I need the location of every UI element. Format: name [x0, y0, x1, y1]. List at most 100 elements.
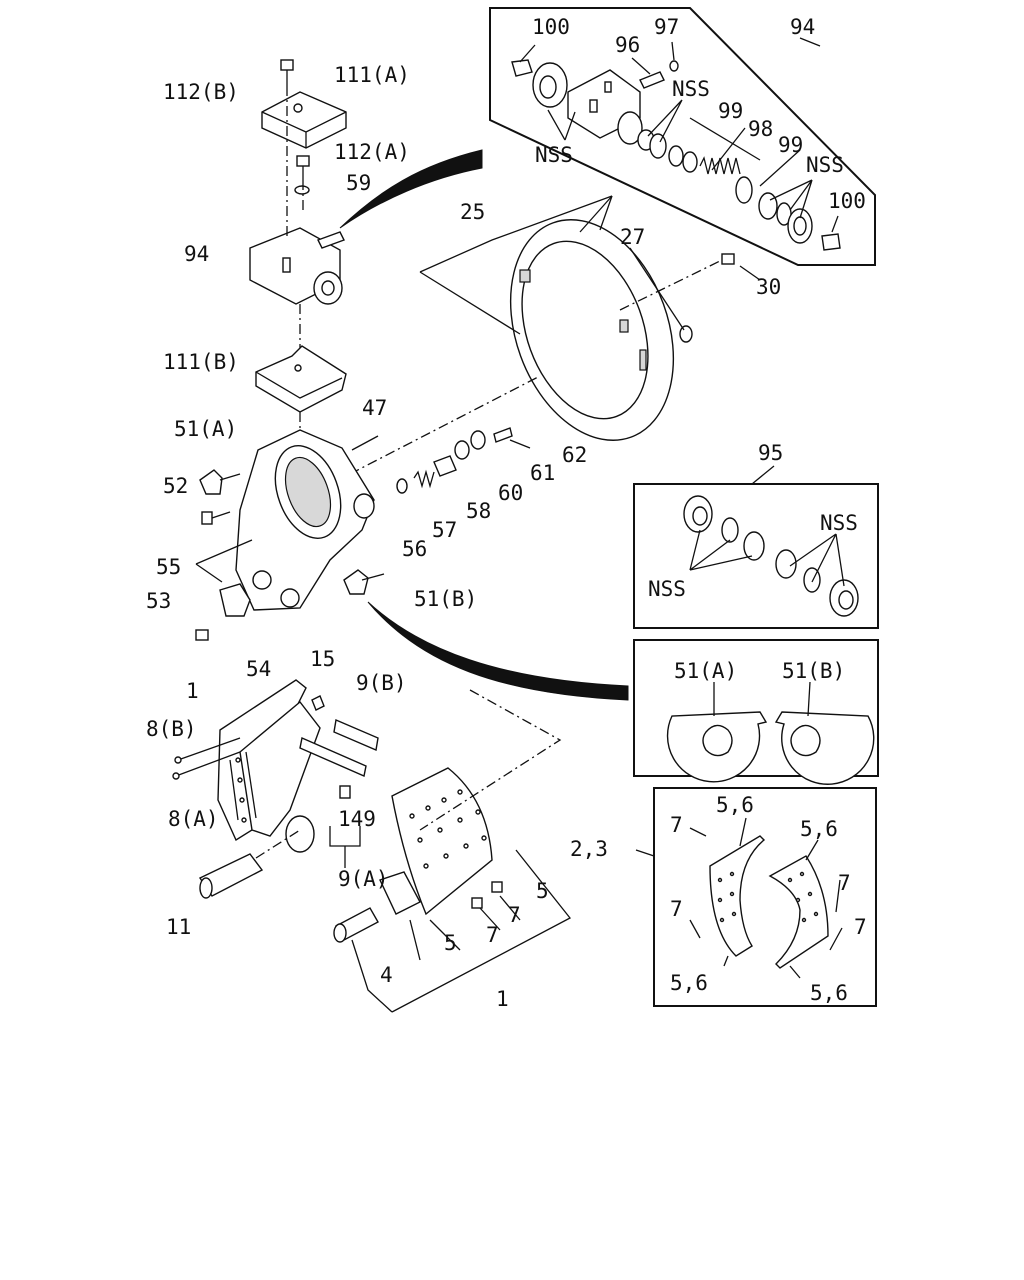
label-7c: 7	[670, 813, 683, 837]
spring-9a	[299, 737, 367, 777]
label-99a: 99	[718, 99, 743, 123]
label-94a: 94	[790, 15, 815, 39]
bolt-30	[721, 253, 735, 265]
dust-boot-left	[532, 62, 568, 108]
wheel-cylinder-94	[249, 227, 345, 305]
label-5b: 5	[444, 931, 457, 955]
cap-97	[669, 60, 679, 72]
label-5-6c: 5,6	[670, 971, 708, 995]
detail-box-51	[633, 639, 879, 785]
detail-box-94	[489, 7, 876, 266]
pin-15	[311, 695, 325, 711]
label-94b: 94	[184, 242, 209, 266]
detail-box-2-3	[635, 787, 877, 1007]
plug-27	[679, 325, 693, 343]
label-7f: 7	[854, 915, 867, 939]
dust-boot-right	[787, 208, 813, 244]
pins-8	[172, 737, 241, 780]
label-51a-detail: 51(A)	[674, 659, 737, 683]
pin-62	[493, 427, 513, 443]
cam-51a-detail	[666, 711, 768, 783]
label-4: 4	[380, 963, 393, 987]
label-51b: 51(B)	[414, 587, 477, 611]
label-11: 11	[166, 915, 191, 939]
bolt-52	[201, 511, 231, 525]
label-52: 52	[163, 474, 188, 498]
label-7d: 7	[838, 871, 851, 895]
label-5a: 5	[536, 879, 549, 903]
label-56: 56	[402, 537, 427, 561]
adjuster-54	[219, 583, 251, 617]
label-1a: 1	[186, 679, 199, 703]
lining-right	[768, 855, 829, 969]
piston-58	[433, 455, 457, 477]
spring-98	[699, 156, 741, 175]
label-54: 54	[246, 657, 271, 681]
label-61: 61	[530, 461, 555, 485]
brake-shoe-left	[217, 679, 321, 853]
spring-57	[413, 469, 435, 489]
cover-111b	[255, 345, 347, 413]
label-58: 58	[466, 499, 491, 523]
anchor-spider-47	[235, 429, 375, 611]
cylinder-body	[567, 69, 643, 145]
label-nss3: NSS	[806, 153, 844, 177]
cam-51b	[343, 569, 385, 595]
pin-149	[339, 785, 351, 799]
label-59: 59	[346, 171, 371, 195]
label-7b: 7	[486, 923, 499, 947]
label-112a: 112(A)	[334, 140, 410, 164]
label-7e: 7	[670, 897, 683, 921]
bleeder-96	[639, 71, 665, 89]
label-100a: 100	[532, 15, 570, 39]
label-5-6a: 5,6	[716, 793, 754, 817]
label-95: 95	[758, 441, 783, 465]
label-62: 62	[562, 443, 587, 467]
label-2-3: 2,3	[570, 837, 608, 861]
label-30: 30	[756, 275, 781, 299]
boot-61	[470, 430, 486, 450]
label-53: 53	[146, 589, 171, 613]
cups-99	[735, 176, 792, 226]
cam-51a	[199, 469, 241, 495]
plate-55	[195, 539, 253, 583]
label-96: 96	[615, 33, 640, 57]
washer-59	[294, 185, 310, 195]
bolt-112a	[296, 155, 310, 180]
label-99b: 99	[778, 133, 803, 157]
seal-56	[396, 478, 408, 494]
seal-rings	[637, 129, 698, 173]
label-55: 55	[156, 555, 181, 579]
shaft-11	[198, 853, 264, 899]
label-8b: 8(B)	[146, 717, 197, 741]
label-nss4: NSS	[820, 511, 858, 535]
label-100b: 100	[828, 189, 866, 213]
lining-left	[709, 835, 766, 957]
cover-111a	[261, 91, 347, 149]
label-27: 27	[620, 225, 645, 249]
detail-box-95	[633, 465, 879, 629]
brake-shoe-right	[379, 767, 493, 916]
label-9b: 9(B)	[356, 671, 407, 695]
piston-100-right	[821, 233, 841, 251]
label-9a: 9(A)	[338, 867, 389, 891]
label-47: 47	[362, 396, 387, 420]
label-149: 149	[338, 807, 376, 831]
label-7a: 7	[508, 903, 521, 927]
bolt-112b	[280, 59, 294, 86]
piston-100-left	[511, 59, 533, 77]
label-111b: 111(B)	[163, 350, 239, 374]
label-8a: 8(A)	[168, 807, 219, 831]
callout-labels: 100 97 94 96 NSS NSS 99 98 99 NSS 100 11…	[146, 15, 867, 1011]
label-5-6d: 5,6	[810, 981, 848, 1005]
cam-51b-detail	[774, 711, 875, 785]
label-57: 57	[432, 518, 457, 542]
label-5-6b: 5,6	[800, 817, 838, 841]
label-112b: 112(B)	[163, 80, 239, 104]
label-97: 97	[654, 15, 679, 39]
label-1b: 1	[496, 987, 509, 1011]
label-25: 25	[460, 200, 485, 224]
label-111a: 111(A)	[334, 63, 410, 87]
bushing-4	[333, 907, 379, 943]
